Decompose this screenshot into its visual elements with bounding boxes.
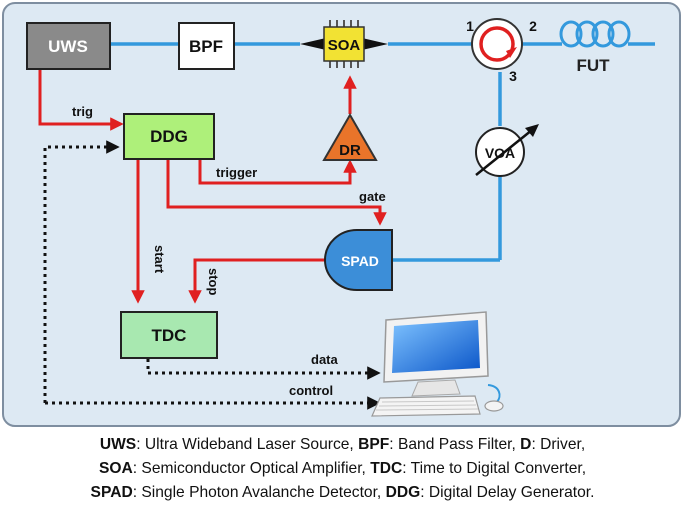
start-label: start (152, 245, 167, 274)
legend-desc: : Band Pass Filter, (389, 436, 521, 453)
optical-path (110, 42, 655, 262)
tdc-label: TDC (152, 326, 187, 345)
legend-line: SOA: Semiconductor Optical Amplifier, TD… (0, 457, 685, 481)
legend-desc: : Time to Digital Converter, (402, 460, 587, 477)
soa-label: SOA (328, 37, 361, 54)
legend: UWS: Ultra Wideband Laser Source, BPF: B… (0, 433, 685, 505)
legend-desc: : Ultra Wideband Laser Source, (136, 436, 359, 453)
tdc-block: TDC (120, 311, 218, 359)
computer-icon (371, 311, 504, 417)
soa-block: SOA (300, 20, 388, 68)
port-3-label: 3 (509, 68, 517, 84)
legend-abbr: SOA (98, 460, 133, 477)
legend-abbr: DDG (385, 484, 421, 501)
bpf-label: BPF (189, 37, 223, 56)
port-1-label: 1 (466, 18, 474, 34)
legend-desc: : Digital Delay Generator. (420, 484, 595, 501)
uws-block: UWS (26, 22, 111, 70)
voa-label: VOA (485, 145, 515, 161)
setup-diagram: FUT UWS BPF SOA (2, 2, 681, 427)
legend-abbr: BPF (358, 436, 390, 453)
electrical-signals (38, 70, 387, 304)
legend-abbr: SPAD (90, 484, 133, 501)
control-data-links (43, 140, 381, 410)
port-2-label: 2 (529, 18, 537, 34)
voa-block: VOA (475, 124, 539, 177)
data-label: data (311, 352, 339, 367)
trigger-label: trigger (216, 165, 257, 180)
legend-abbr: UWS (99, 436, 137, 453)
trig-label: trig (72, 104, 93, 119)
spad-block: SPAD (324, 229, 393, 291)
ddg-block: DDG (123, 113, 215, 160)
control-label: control (289, 383, 333, 398)
legend-desc: : Single Photon Avalanche Detector, (132, 484, 386, 501)
stop-label: stop (206, 268, 221, 296)
spad-label: SPAD (341, 253, 379, 269)
dr-label: DR (339, 142, 361, 159)
bpf-block: BPF (178, 22, 235, 70)
legend-desc: : Driver, (531, 436, 586, 453)
legend-abbr: D (520, 436, 532, 453)
circulator (471, 18, 523, 70)
gate-label: gate (359, 189, 386, 204)
uws-label: UWS (48, 37, 88, 56)
ddg-label: DDG (150, 127, 188, 146)
legend-line: UWS: Ultra Wideband Laser Source, BPF: B… (0, 433, 685, 457)
legend-desc: : Semiconductor Optical Amplifier, (132, 460, 371, 477)
fut-coil (559, 20, 631, 48)
legend-line: SPAD: Single Photon Avalanche Detector, … (0, 481, 685, 505)
legend-abbr: TDC (370, 460, 403, 477)
dr-block: DR (322, 113, 378, 161)
fut-label: FUT (576, 56, 610, 75)
